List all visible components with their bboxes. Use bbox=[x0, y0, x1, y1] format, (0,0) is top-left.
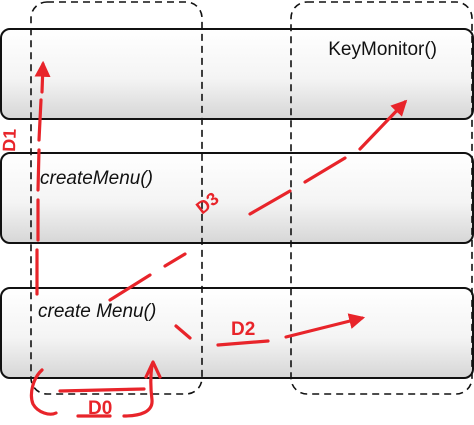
d2-lead-stroke bbox=[174, 324, 192, 340]
row-bands bbox=[0, 28, 474, 379]
annotation-strokes bbox=[29, 64, 405, 418]
dashed-column-right bbox=[290, 1, 473, 395]
row-band-createmenu bbox=[0, 152, 474, 244]
column-boxes bbox=[30, 1, 473, 395]
marker-d2: D2 bbox=[231, 319, 255, 340]
row-label-createmenu: createMenu() bbox=[40, 168, 153, 189]
row-label-create-menu: create Menu() bbox=[38, 301, 156, 322]
marker-d1: D1 bbox=[0, 128, 20, 152]
d0-curve bbox=[76, 363, 154, 418]
marker-d0: D0 bbox=[88, 398, 112, 419]
d0-loop bbox=[29, 368, 58, 416]
dashed-column-left bbox=[30, 1, 203, 395]
d0-arrowhead bbox=[144, 360, 162, 379]
d1-arrow bbox=[37, 64, 43, 296]
row-band-keymonitor bbox=[0, 28, 474, 120]
d3-arrow bbox=[108, 102, 405, 302]
d2-arrow bbox=[216, 318, 362, 347]
row-label-keymonitor: KeyMonitor() bbox=[328, 39, 437, 60]
d0-line bbox=[58, 387, 146, 393]
